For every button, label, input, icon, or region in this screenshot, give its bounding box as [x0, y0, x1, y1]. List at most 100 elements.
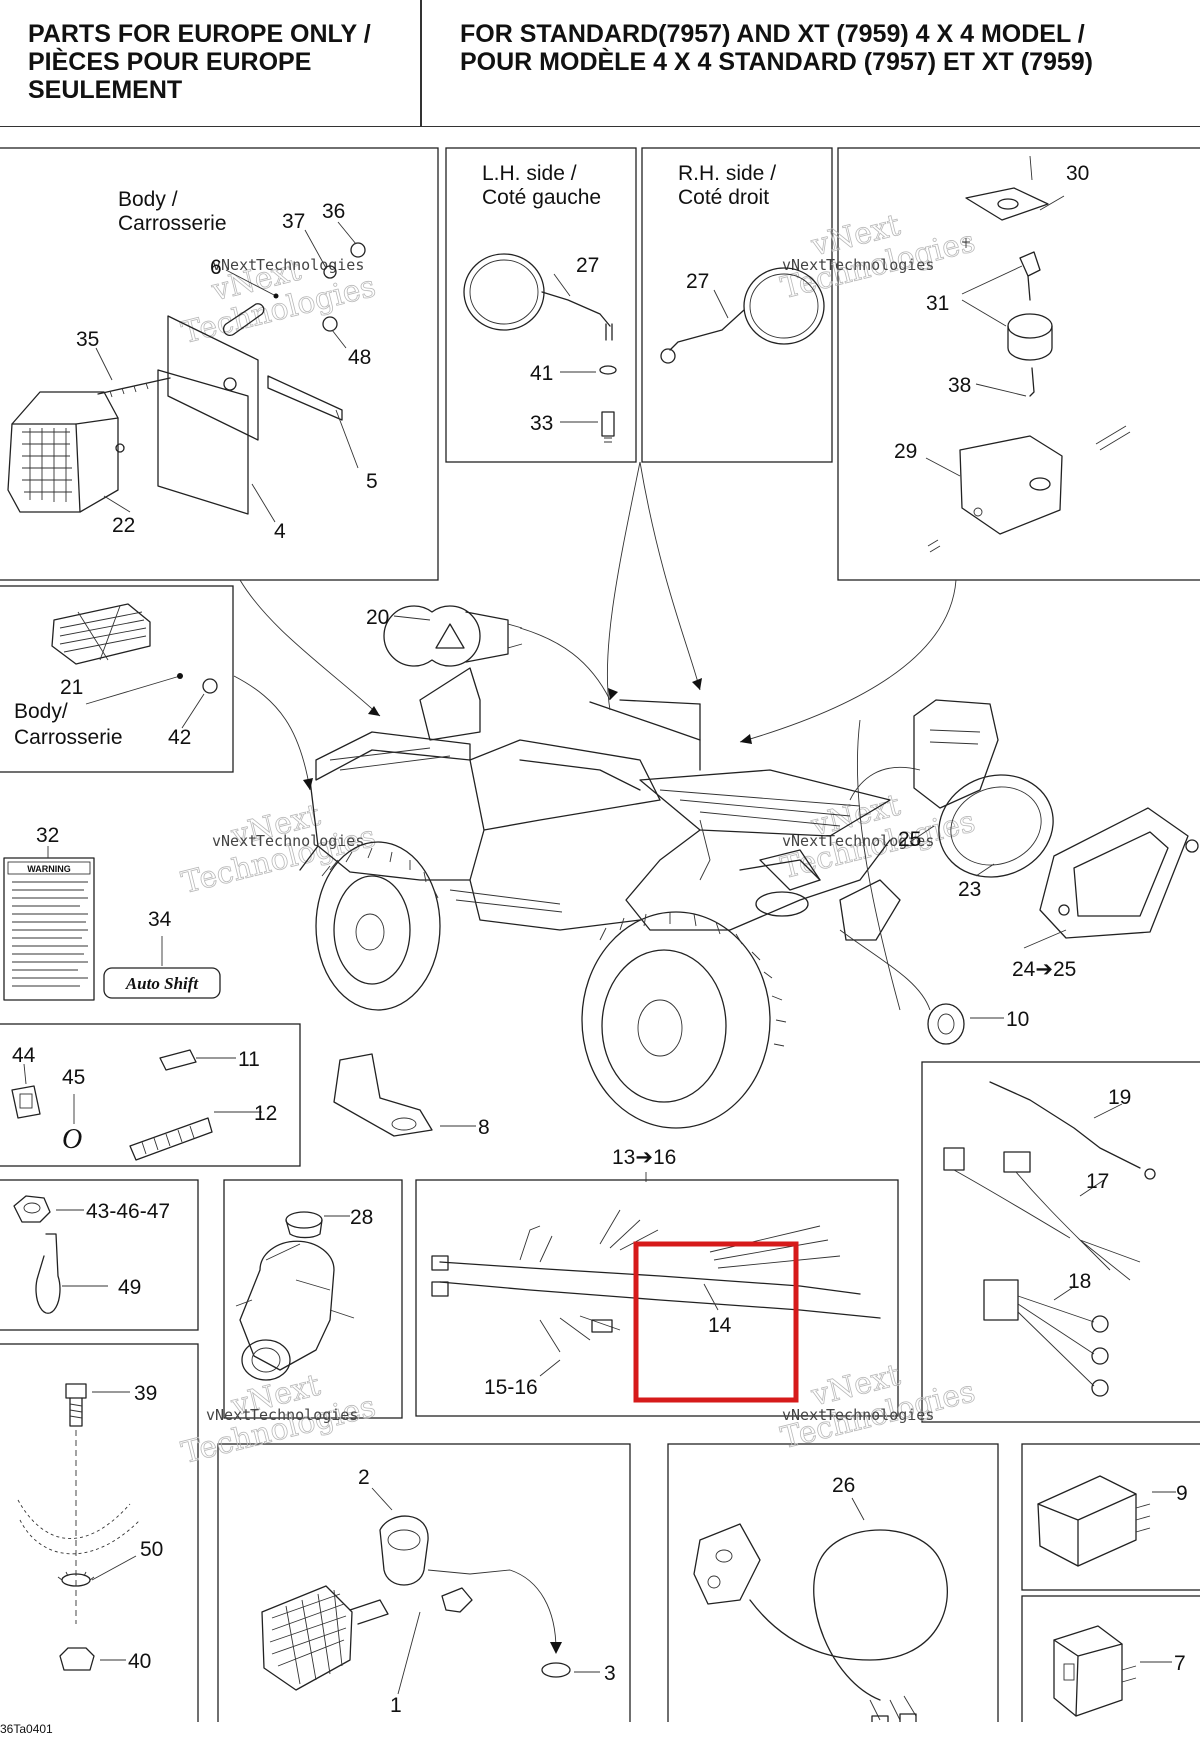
license-plate-assembly — [7, 242, 366, 515]
panel-carburetor — [223, 1179, 403, 1419]
oring-part: O — [62, 1124, 82, 1155]
rh-mirror-assembly: 27 — [660, 267, 825, 364]
pin-part — [1029, 367, 1035, 397]
nut-part — [441, 1587, 473, 1613]
push-nut-part — [202, 678, 218, 694]
callout-3: 3 — [604, 1662, 616, 1685]
callout-37: 37 — [282, 210, 305, 233]
plate-bracket-part — [167, 315, 259, 441]
svg-text:vNext: vNext — [782, 832, 827, 850]
flange-nut-part — [13, 1195, 51, 1223]
panel-turn-signal — [217, 1443, 631, 1722]
callout-6: 6 — [210, 256, 222, 279]
lh-side-caption-line1: L.H. side / — [482, 162, 577, 185]
callout-2: 2 — [358, 1466, 370, 1489]
panel-nut-tie — [0, 1179, 199, 1331]
ignition-switch-part — [1007, 313, 1053, 339]
nut-tie-assembly: 43-46-47 49 — [13, 1195, 170, 1314]
svg-text:Auto Shift: Auto Shift — [125, 974, 200, 993]
svg-text:Technologies: Technologies — [256, 832, 364, 850]
turn-signal-lens-part — [261, 1585, 353, 1691]
panel-switch-harness — [667, 1443, 999, 1722]
panel-connectors — [0, 1023, 301, 1167]
body-mid-caption-line2: Carrosserie — [14, 726, 123, 749]
header-divider — [420, 0, 422, 126]
cable-tie-part — [35, 1233, 61, 1314]
callout-9: 9 — [1176, 1482, 1188, 1505]
reflector-part — [51, 603, 151, 665]
nut-48-part — [322, 316, 338, 332]
callout-41: 41 — [530, 362, 553, 385]
callout-31: 31 — [926, 292, 949, 315]
headlight-housing-part — [913, 699, 999, 809]
routing-arrows — [233, 461, 957, 1011]
callout-19: 19 — [1108, 1086, 1131, 1109]
terminal-part — [159, 1049, 197, 1071]
key-part — [1019, 251, 1041, 277]
turn-signal-assembly: 2 1 3 — [261, 1466, 616, 1717]
panel-ignition — [837, 147, 1200, 581]
horn-assembly: 10 — [927, 1003, 1029, 1045]
harness-kits-assembly: 19 17 18 — [943, 1081, 1156, 1397]
callout-13-16: 13➔16 — [612, 1146, 676, 1169]
callout-23: 23 — [958, 878, 981, 901]
gasket-part — [11, 1085, 41, 1119]
main-harness-assembly: 13➔16 14 15-16 — [431, 1146, 881, 1403]
callout-28: 28 — [350, 1206, 373, 1229]
panel-lh-mirror — [445, 147, 637, 463]
svg-text:Technologies: Technologies — [826, 1406, 934, 1424]
svg-text:Technologies: Technologies — [826, 832, 934, 850]
callout-42: 42 — [168, 726, 191, 749]
callout-27-lh: 27 — [576, 254, 599, 277]
callout-48: 48 — [348, 346, 371, 369]
svg-text:vNext: vNext — [206, 1406, 251, 1424]
connectors-assembly: 44 O 45 11 12 — [11, 1044, 277, 1161]
panel-relay — [1021, 1443, 1200, 1591]
panel-reflector — [0, 585, 234, 773]
callout-4: 4 — [274, 520, 286, 543]
callout-34: 34 — [148, 908, 172, 931]
callout-36: 36 — [322, 200, 345, 223]
autoshift-decal: Auto Shift 34 — [103, 908, 221, 999]
ignition-assembly: 30 31 38 29 — [894, 155, 1131, 553]
panel-harness-kits — [921, 1061, 1200, 1423]
callout-18: 18 — [1068, 1270, 1091, 1293]
callout-26: 26 — [832, 1474, 855, 1497]
watermarks: vNext Technologies vNext Technologies vN… — [178, 207, 979, 1471]
callout-35: 35 — [76, 328, 99, 351]
callout-25: 25 — [898, 828, 921, 851]
callout-7: 7 — [1174, 1652, 1186, 1675]
panel-license-plate — [0, 147, 439, 581]
callout-40: 40 — [128, 1650, 151, 1673]
panel-main-harness — [415, 1179, 899, 1417]
ignition-plate-part — [965, 187, 1049, 221]
lh-adapter-part — [601, 411, 615, 437]
callout-12: 12 — [254, 1102, 277, 1125]
license-plate-part — [157, 369, 249, 515]
callout-5: 5 — [366, 470, 378, 493]
callout-21: 21 — [60, 676, 83, 699]
relay-part — [1037, 1475, 1137, 1567]
hazard-switch-part — [383, 605, 481, 667]
callout-33: 33 — [530, 412, 553, 435]
rh-mirror-part — [743, 267, 825, 345]
bolt-assembly: 39 50 40 — [17, 1382, 163, 1673]
panel-rh-mirror — [641, 147, 833, 463]
body-caption-line2: Carrosserie — [118, 212, 227, 235]
highlight-box-14 — [633, 1241, 799, 1403]
callout-1: 1 — [390, 1694, 402, 1717]
warning-decal: WARNING 32 — [3, 824, 95, 1001]
figure-code: 36Ta0401 — [0, 1722, 53, 1736]
svg-text:Technologies: Technologies — [250, 1406, 358, 1424]
svg-text:WARNING: WARNING — [27, 864, 71, 874]
callout-30: 30 — [1066, 162, 1089, 185]
bracket-assembly: 8 — [333, 1053, 490, 1139]
callout-43-46-47: 43-46-47 — [86, 1200, 170, 1223]
bracket-part — [333, 1053, 433, 1137]
callout-14: 14 — [708, 1314, 732, 1337]
rh-side-caption-line1: R.H. side / — [678, 162, 776, 185]
svg-text:vNext: vNext — [212, 256, 257, 274]
callout-38: 38 — [948, 374, 971, 397]
washer-37-part — [323, 265, 337, 279]
bolt-head-part — [65, 1383, 87, 1399]
